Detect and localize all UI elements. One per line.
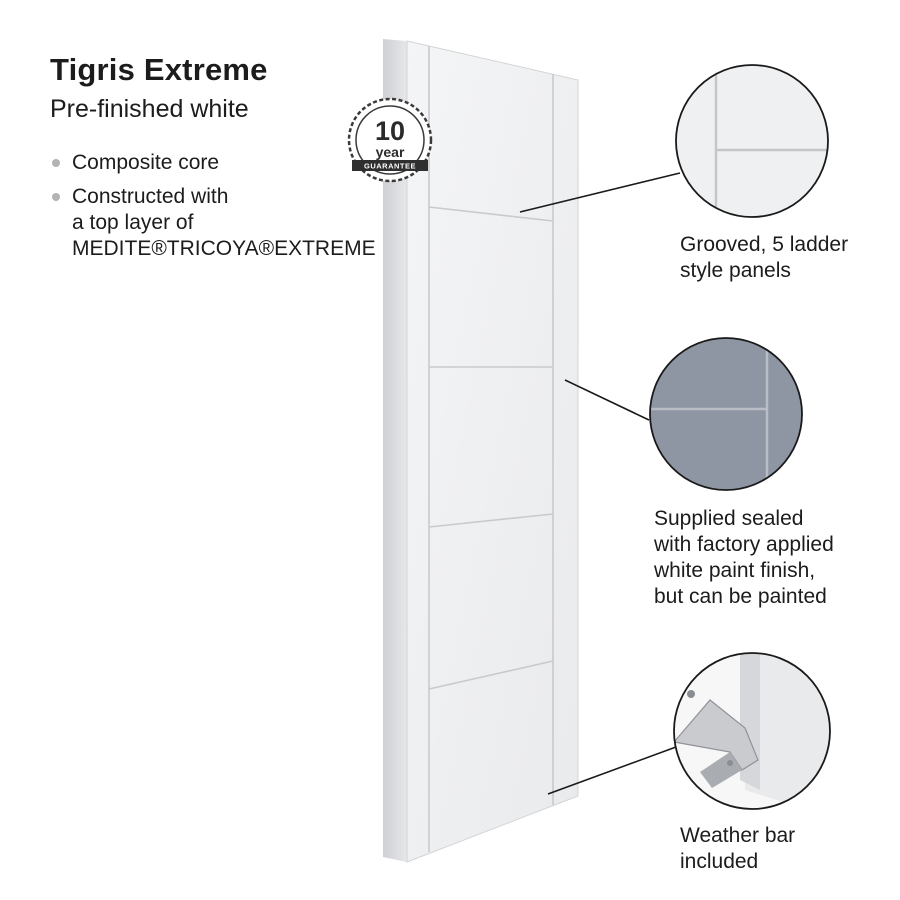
feature-item-text: Constructed with a top layer of MEDITE®T… bbox=[72, 185, 376, 260]
detail-weather-screw bbox=[687, 690, 695, 698]
detail-grooved-border bbox=[675, 64, 829, 218]
leader-line-grooved bbox=[519, 172, 681, 213]
detail-weather-screw-2 bbox=[727, 760, 733, 766]
badge-number: 10 bbox=[375, 116, 405, 146]
door-side-edge bbox=[383, 39, 407, 862]
feature-item: Constructed with a top layer of MEDITE®T… bbox=[50, 184, 376, 262]
product-title: Tigris Extreme bbox=[50, 52, 268, 87]
product-subtitle: Pre-finished white bbox=[50, 95, 249, 123]
leader-line-sealed bbox=[564, 379, 650, 421]
leader-lines bbox=[519, 172, 681, 795]
panel-groove-4 bbox=[428, 660, 554, 690]
feature-item: Composite core bbox=[50, 150, 376, 176]
callout-sealed-text: Supplied sealed with factory applied whi… bbox=[654, 507, 834, 608]
callout-grooved-text: Grooved, 5 ladder style panels bbox=[680, 233, 849, 282]
badge-inner-ring bbox=[355, 105, 425, 175]
detail-weather-bar bbox=[673, 652, 831, 810]
feature-item-text: Composite core bbox=[72, 151, 220, 174]
badge-ribbon bbox=[352, 160, 428, 171]
detail-weather-border bbox=[673, 652, 831, 810]
detail-sealed-border bbox=[649, 337, 803, 491]
detail-sealed-panel bbox=[649, 337, 803, 491]
badge-label: GUARANTEE bbox=[364, 162, 416, 171]
panel-groove-1 bbox=[428, 206, 554, 222]
detail-sealed-bg bbox=[650, 338, 802, 490]
door bbox=[383, 39, 579, 863]
feature-list: Composite core Constructed with a top la… bbox=[50, 150, 376, 270]
detail-grooved-panels bbox=[675, 64, 829, 218]
callout-weather-text: Weather bar included bbox=[680, 824, 796, 873]
detail-grooved-bg bbox=[676, 65, 828, 217]
badge-unit: year bbox=[376, 144, 405, 160]
panel-groove-3 bbox=[428, 513, 554, 528]
door-face bbox=[406, 40, 579, 863]
door-grooves bbox=[428, 46, 554, 852]
leader-line-weather bbox=[547, 746, 677, 795]
guarantee-badge: 10 year GUARANTEE bbox=[347, 97, 433, 183]
